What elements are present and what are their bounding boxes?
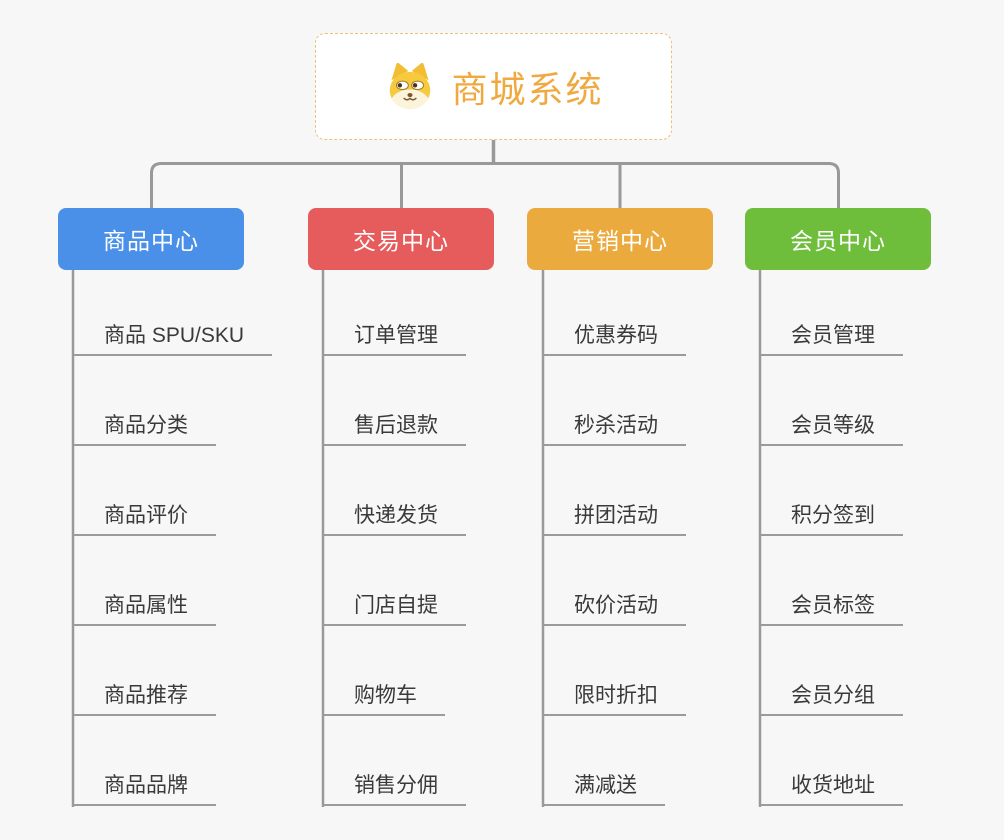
root-node[interactable]: 商城系统 xyxy=(315,33,672,140)
leaf-label: 会员管理 xyxy=(791,324,875,347)
leaf-label: 砍价活动 xyxy=(574,594,658,617)
leaf-node[interactable]: 会员分组 xyxy=(759,674,903,716)
leaf-node[interactable]: 商品分类 xyxy=(72,404,216,446)
leaf-label: 限时折扣 xyxy=(574,684,658,707)
leaf-label: 订单管理 xyxy=(354,324,438,347)
doge-icon xyxy=(390,62,431,109)
leaf-label: 会员标签 xyxy=(791,594,875,617)
leaf-label: 商品 SPU/SKU xyxy=(104,324,245,347)
leaf-label: 会员分组 xyxy=(791,684,875,707)
branch-label: 商品中心 xyxy=(103,228,199,254)
leaf-node[interactable]: 砍价活动 xyxy=(542,584,686,626)
leaf-label: 商品品牌 xyxy=(104,774,188,797)
leaf-label: 优惠券码 xyxy=(574,324,658,347)
leaf-node[interactable]: 限时折扣 xyxy=(542,674,686,716)
leaf-node[interactable]: 会员等级 xyxy=(759,404,903,446)
leaf-node[interactable]: 快递发货 xyxy=(322,494,466,536)
branch-label: 交易中心 xyxy=(353,228,449,254)
leaf-label: 购物车 xyxy=(354,684,417,707)
leaf-node[interactable]: 优惠券码 xyxy=(542,314,686,356)
branch-node-trade[interactable]: 交易中心 xyxy=(308,208,494,270)
branch-node-product[interactable]: 商品中心 xyxy=(58,208,244,270)
leaf-label: 商品推荐 xyxy=(104,684,188,707)
branch-label: 营销中心 xyxy=(572,228,668,254)
leaf-node[interactable]: 拼团活动 xyxy=(542,494,686,536)
leaf-label: 商品分类 xyxy=(104,414,188,437)
branch-node-marketing[interactable]: 营销中心 xyxy=(527,208,713,270)
leaf-node[interactable]: 门店自提 xyxy=(322,584,466,626)
leaf-node[interactable]: 购物车 xyxy=(322,674,445,716)
leaf-label: 门店自提 xyxy=(354,594,438,617)
leaf-node[interactable]: 商品评价 xyxy=(72,494,216,536)
leaf-label: 商品属性 xyxy=(104,594,188,617)
leaf-node[interactable]: 满减送 xyxy=(542,764,665,806)
leaf-label: 拼团活动 xyxy=(574,504,658,527)
leaf-node[interactable]: 商品 SPU/SKU xyxy=(72,314,273,356)
leaf-label: 满减送 xyxy=(574,774,637,797)
leaf-label: 售后退款 xyxy=(354,414,438,437)
leaf-node[interactable]: 商品推荐 xyxy=(72,674,216,716)
branch-node-member[interactable]: 会员中心 xyxy=(745,208,931,270)
leaf-node[interactable]: 售后退款 xyxy=(322,404,466,446)
leaf-node[interactable]: 会员管理 xyxy=(759,314,903,356)
leaf-label: 商品评价 xyxy=(104,504,188,527)
leaf-node[interactable]: 商品品牌 xyxy=(72,764,216,806)
leaf-node[interactable]: 积分签到 xyxy=(759,494,903,536)
leaf-node[interactable]: 销售分佣 xyxy=(322,764,466,806)
leaf-label: 秒杀活动 xyxy=(574,414,658,437)
leaf-label: 收货地址 xyxy=(791,774,875,797)
leaf-label: 会员等级 xyxy=(791,414,875,437)
leaf-label: 积分签到 xyxy=(791,504,875,527)
branch-label: 会员中心 xyxy=(790,228,886,254)
leaf-label: 快递发货 xyxy=(354,504,438,527)
leaf-node[interactable]: 秒杀活动 xyxy=(542,404,686,446)
leaf-node[interactable]: 收货地址 xyxy=(759,764,903,806)
leaf-node[interactable]: 会员标签 xyxy=(759,584,903,626)
leaf-node[interactable]: 订单管理 xyxy=(322,314,466,356)
root-title: 商城系统 xyxy=(451,68,604,110)
leaf-label: 销售分佣 xyxy=(354,774,438,797)
leaf-node[interactable]: 商品属性 xyxy=(72,584,216,626)
